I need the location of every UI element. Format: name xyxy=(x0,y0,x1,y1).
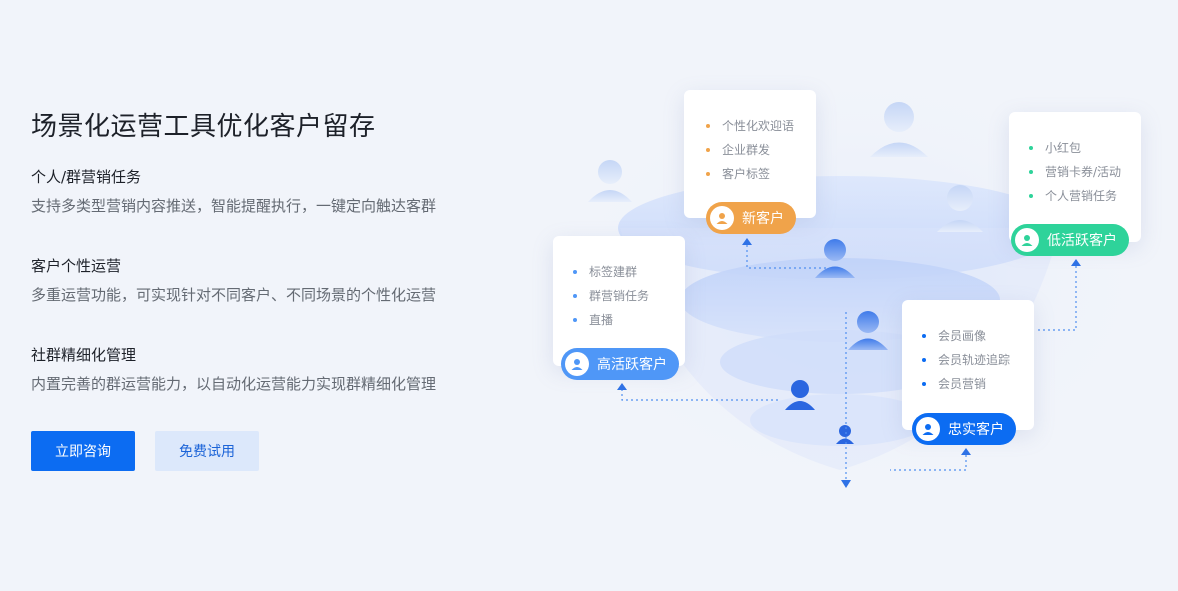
user-avatar-icon xyxy=(916,417,940,441)
feature-desc: 内置完善的群运营能力，以自动化运营能力实现群精细化管理 xyxy=(31,375,437,393)
consult-now-button[interactable]: 立即咨询 xyxy=(31,431,135,471)
free-trial-button[interactable]: 免费试用 xyxy=(155,431,259,471)
feature-personal-group-marketing: 个人/群营销任务 支持多类型营销内容推送，智能提醒执行，一键定向触达客群 xyxy=(31,167,501,216)
feature-title: 客户个性运营 xyxy=(31,257,122,275)
feature-desc: 多重运营功能，可实现针对不同客户、不同场景的个性化运营 xyxy=(31,286,437,304)
card-low-activity-customer: 小红包 营销卡券/活动 个人营销任务 xyxy=(1009,112,1141,242)
list-item: 客户标签 xyxy=(704,162,816,186)
feature-customer-personal-ops: 客户个性运营 多重运营功能，可实现针对不同客户、不同场景的个性化运营 xyxy=(31,256,501,305)
badge-label: 忠实客户 xyxy=(948,422,1004,438)
user-avatar-icon xyxy=(710,206,734,230)
list-item: 直播 xyxy=(571,308,685,332)
user-avatar-icon xyxy=(565,352,589,376)
list-item: 会员画像 xyxy=(920,324,1034,348)
feature-title: 个人/群营销任务 xyxy=(31,168,142,186)
list-item: 小红包 xyxy=(1027,136,1141,160)
badge-loyal-customer: 忠实客户 xyxy=(912,413,1016,445)
feature-desc: 支持多类型营销内容推送，智能提醒执行，一键定向触达客群 xyxy=(31,197,437,215)
badge-new-customer: 新客户 xyxy=(706,202,796,234)
user-avatar-icon xyxy=(1015,228,1039,252)
badge-label: 新客户 xyxy=(742,211,784,227)
card-loyal-customer: 会员画像 会员轨迹追踪 会员营销 xyxy=(902,300,1034,430)
list-item: 群营销任务 xyxy=(571,284,685,308)
list-item: 企业群发 xyxy=(704,138,816,162)
list-item: 会员轨迹追踪 xyxy=(920,348,1034,372)
feature-title: 社群精细化管理 xyxy=(31,346,137,364)
card-new-customer: 个性化欢迎语 企业群发 客户标签 xyxy=(684,90,816,218)
feature-community-management: 社群精细化管理 内置完善的群运营能力，以自动化运营能力实现群精细化管理 xyxy=(31,345,501,394)
list-item: 会员营销 xyxy=(920,372,1034,396)
badge-label: 低活跃客户 xyxy=(1047,233,1117,249)
customer-funnel-illustration: 个性化欢迎语 企业群发 客户标签 新客户 小红包 营销卡券/活动 个人营销任务 … xyxy=(540,0,1178,591)
list-item: 营销卡券/活动 xyxy=(1027,160,1141,184)
list-item: 个人营销任务 xyxy=(1027,184,1141,208)
card-high-activity-customer: 标签建群 群营销任务 直播 xyxy=(553,236,685,366)
badge-high-activity-customer: 高活跃客户 xyxy=(561,348,679,380)
page-title: 场景化运营工具优化客户留存 xyxy=(31,112,376,142)
list-item: 标签建群 xyxy=(571,260,685,284)
badge-label: 高活跃客户 xyxy=(597,357,667,373)
badge-low-activity-customer: 低活跃客户 xyxy=(1011,224,1129,256)
list-item: 个性化欢迎语 xyxy=(704,114,816,138)
